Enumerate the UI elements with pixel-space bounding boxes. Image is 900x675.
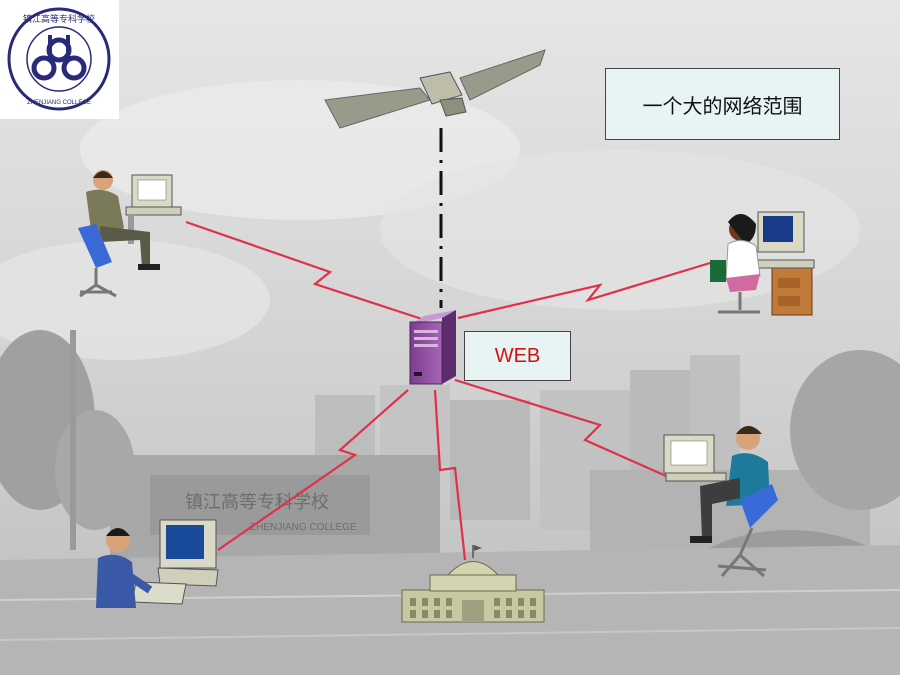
title-text: 一个大的网络范围 bbox=[642, 93, 803, 118]
link-bottom-center bbox=[433, 389, 467, 561]
gate-sign-en: ZHENJIANG COLLEGE bbox=[250, 522, 357, 533]
link-top-right bbox=[457, 261, 711, 320]
title-box: 一个大的网络范围 bbox=[605, 68, 840, 140]
college-logo: 镇江高等专科学校 ZHENJIANG COLLEGE bbox=[0, 0, 119, 119]
user-bottom-left-icon bbox=[96, 519, 219, 608]
link-top-left bbox=[185, 220, 426, 322]
link-bottom-right bbox=[454, 378, 676, 482]
link-bottom-left bbox=[217, 389, 409, 551]
logo-text-cn: 镇江高等专科学校 bbox=[23, 13, 95, 25]
user-bottom-right-icon bbox=[663, 426, 778, 578]
web-server-label-box: WEB bbox=[464, 331, 571, 381]
web-server-icon bbox=[409, 310, 456, 385]
network-links bbox=[185, 128, 711, 561]
government-building-icon bbox=[401, 545, 545, 623]
satellite-icon bbox=[324, 49, 546, 129]
user-top-left-icon bbox=[78, 170, 182, 298]
user-top-right-icon bbox=[710, 211, 815, 316]
web-server-label: WEB bbox=[494, 344, 541, 367]
gate-sign-cn: 镇江高等专科学校 bbox=[185, 492, 329, 513]
logo-text-en: ZHENJIANG COLLEGE bbox=[27, 100, 91, 106]
